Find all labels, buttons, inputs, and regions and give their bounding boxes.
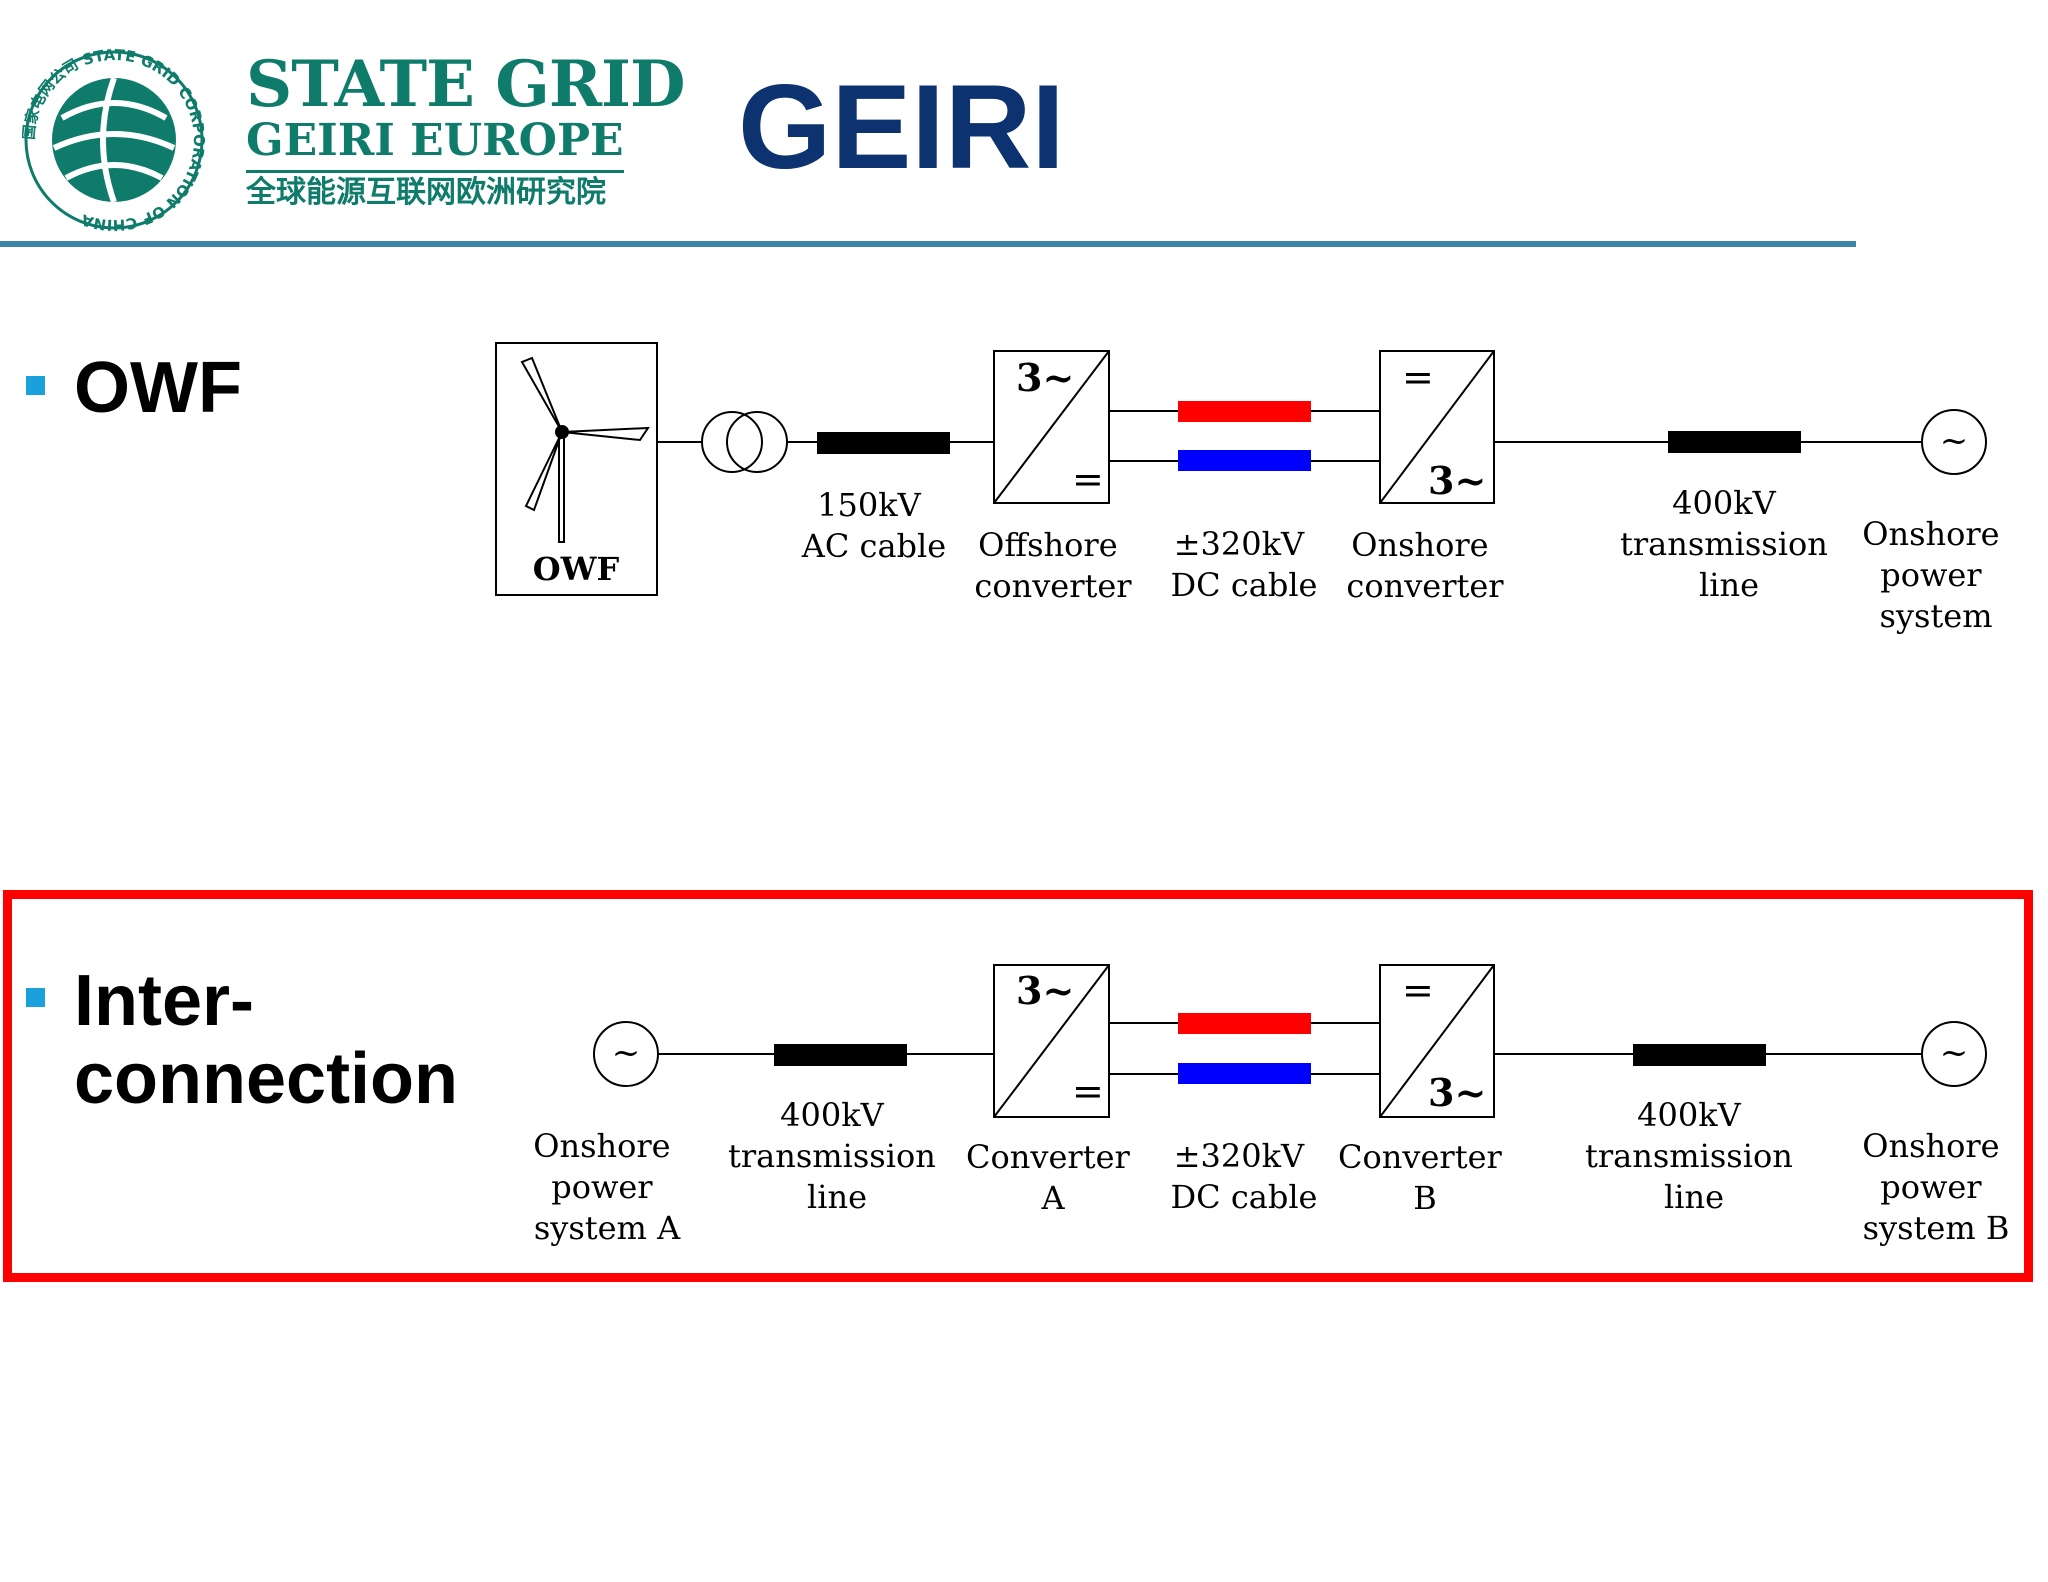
transmission-line-b (1633, 1044, 1766, 1066)
header-divider (0, 241, 1856, 247)
line-b-label: 400kV transmission line (1585, 1096, 1803, 1216)
seal-graphic: 国家电网公司 STATE GRID CORPORATION OF CHINA (20, 46, 208, 234)
wordmark-state-grid: STATE GRID (246, 47, 685, 122)
page-title: GEIRI (738, 60, 1065, 194)
offshore-converter-label: Offshore converter (974, 526, 1132, 605)
bullet-label-interconnection-1: Inter- (74, 961, 254, 1041)
bullet-marker-interconnection (26, 988, 45, 1007)
state-grid-wordmark: STATE GRID GEIRI EUROPE 全球能源互联网欧洲研究院 (246, 50, 685, 210)
wordmark-geiri-europe: GEIRI EUROPE (246, 115, 624, 166)
onshore-grid-source-icon (1921, 409, 1987, 475)
dc-cable-label: ±320kV DC cable (1171, 525, 1318, 604)
interconnection-dc-cable-negative (1178, 1063, 1311, 1084)
wind-turbine-icon (520, 356, 650, 543)
owf-turbine-label: OWF (533, 550, 620, 588)
onshore-converter-label: Onshore converter (1346, 526, 1504, 605)
grid-b-source-symbol: ~ (1940, 1033, 1969, 1073)
converter-a-dc-symbol: = (1072, 1069, 1104, 1113)
grid-a-source-icon (593, 1021, 659, 1087)
converter-a-ac-symbol: 3~ (1016, 968, 1074, 1013)
offshore-converter-ac-symbol: 3~ (1016, 355, 1074, 400)
bullet-label-owf: OWF (74, 348, 242, 428)
ac-cable-150kv (817, 432, 950, 454)
grid-a-source-symbol: ~ (612, 1033, 641, 1073)
onshore-converter-dc-symbol: = (1402, 355, 1434, 399)
highlight-frame (3, 890, 2033, 1282)
grid-a-label: Onshore power system A (533, 1127, 681, 1247)
dc-cable-negative (1178, 450, 1311, 471)
transmission-line-400kv (1668, 431, 1801, 453)
offshore-converter-symbol (993, 350, 1110, 504)
dc-cable-positive (1178, 401, 1311, 422)
interconnection-diagram: ~ 3~ = = 3~ ~ Onshore power system A (533, 964, 2010, 1247)
wordmark-rule (246, 170, 624, 173)
onshore-grid-label: Onshore power system (1862, 515, 2010, 635)
bullet-label-interconnection-2: connection (74, 1039, 459, 1119)
bullet-marker-owf (26, 376, 45, 395)
grid-b-source-icon (1921, 1021, 1987, 1087)
onshore-grid-source-symbol: ~ (1940, 421, 1969, 461)
onshore-converter-ac-symbol: 3~ (1428, 458, 1486, 503)
interconnection-dc-cable-positive (1178, 1013, 1311, 1034)
ac-cable-label: 150kV AC cable (801, 486, 946, 565)
converter-b-dc-symbol: = (1402, 968, 1434, 1012)
transmission-line-a (774, 1044, 907, 1066)
offshore-converter-dc-symbol: = (1072, 457, 1104, 501)
transmission-line-label: 400kV transmission line (1620, 484, 1838, 604)
grid-b-label: Onshore power system B (1862, 1127, 2010, 1247)
owf-turbine-box (495, 342, 658, 596)
converter-b-ac-symbol: 3~ (1428, 1070, 1486, 1115)
converter-a-symbol (993, 964, 1110, 1118)
owf-diagram: OWF 3~ = = 3~ (495, 342, 2010, 635)
wordmark-chinese-name: 全球能源互联网欧洲研究院 (246, 175, 606, 210)
line-a-label: 400kV transmission line (728, 1096, 946, 1216)
transformer-icon (701, 411, 788, 473)
state-grid-seal-logo: 国家电网公司 STATE GRID CORPORATION OF CHINA (20, 46, 208, 234)
interconnection-dc-cable-label: ±320kV DC cable (1171, 1137, 1318, 1216)
converter-a-label: Converter A (966, 1138, 1140, 1217)
converter-b-symbol (1379, 964, 1495, 1118)
onshore-converter-symbol (1379, 350, 1495, 504)
converter-b-label: Converter B (1338, 1138, 1512, 1217)
